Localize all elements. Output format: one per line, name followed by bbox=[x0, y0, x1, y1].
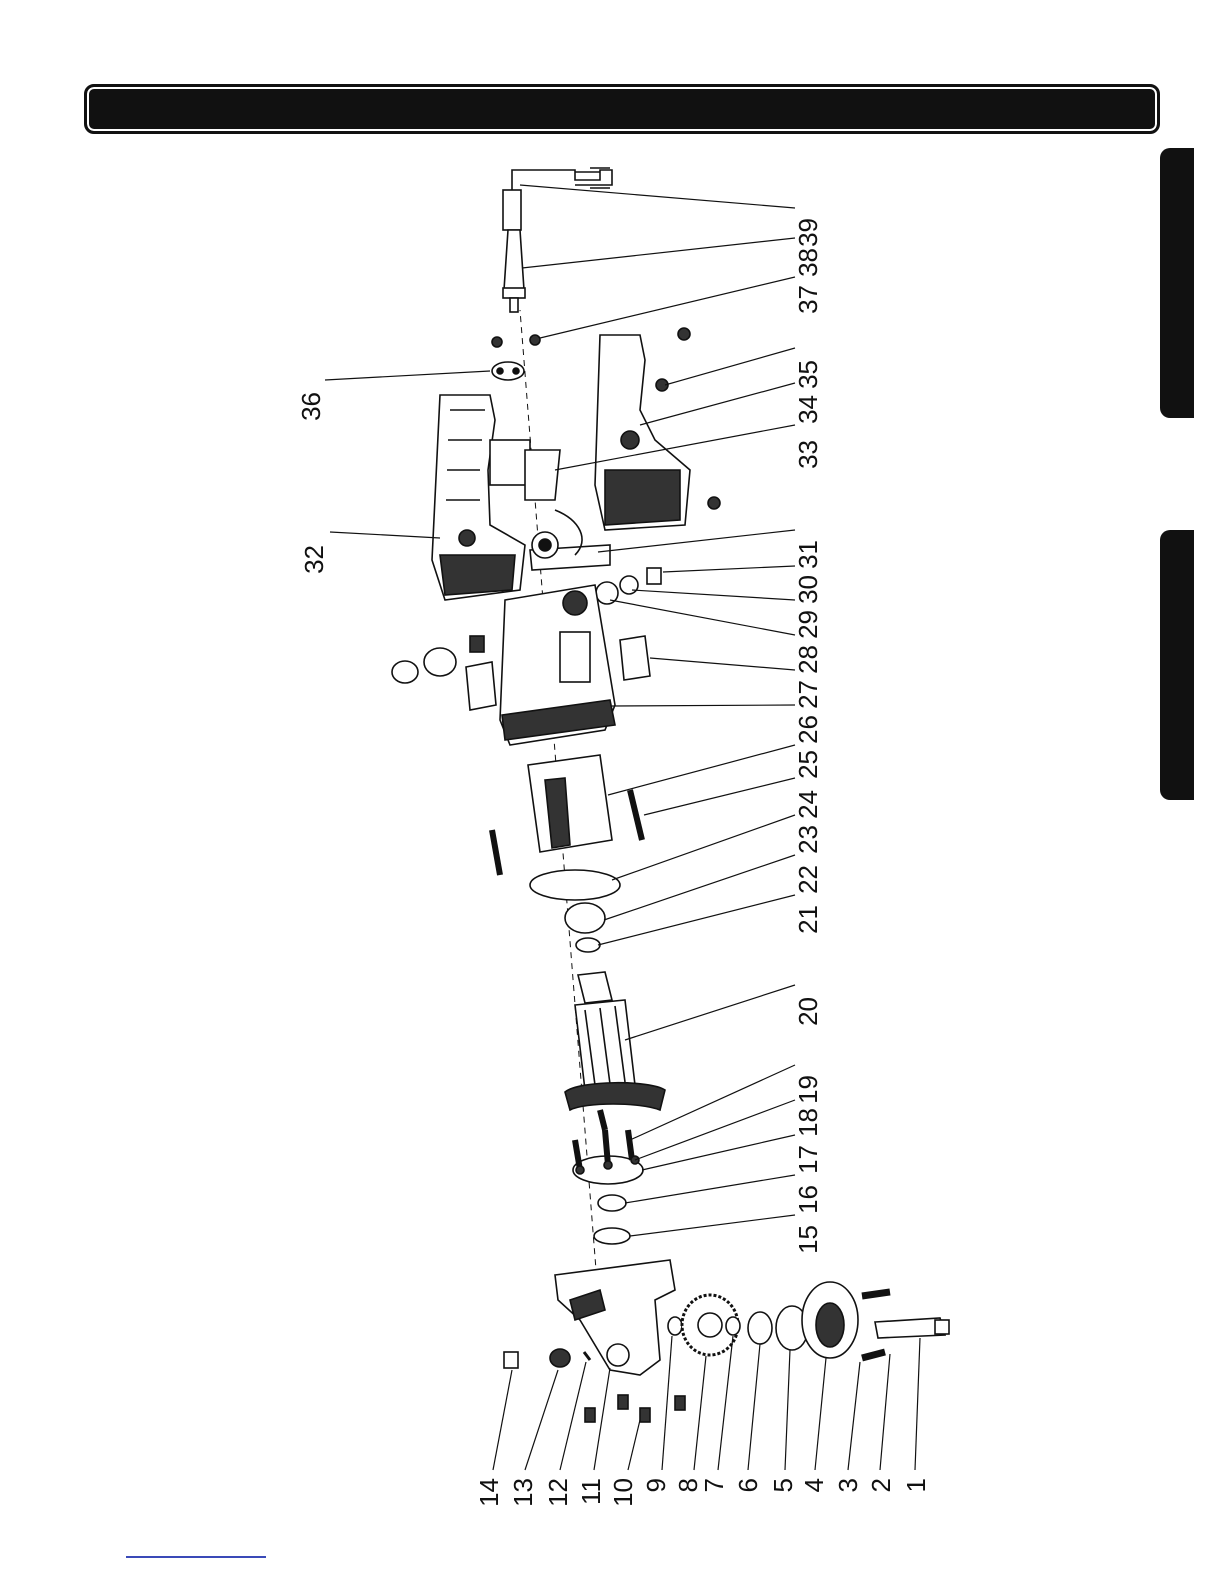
part-label-23: 23 bbox=[793, 825, 823, 854]
power-plug-part bbox=[503, 168, 612, 230]
housing-screw-part bbox=[585, 1395, 685, 1422]
part-label-8: 8 bbox=[673, 1478, 703, 1492]
motor-housing-part bbox=[500, 585, 615, 745]
part-label-29: 29 bbox=[793, 610, 823, 639]
cord-sleeve-part bbox=[503, 230, 525, 312]
part-label-18: 18 bbox=[793, 1108, 823, 1137]
part-label-11: 11 bbox=[576, 1478, 606, 1505]
brush-cap-part bbox=[647, 568, 661, 584]
field-stator-part bbox=[528, 755, 612, 852]
part-label-16: 16 bbox=[793, 1185, 823, 1214]
part-label-36: 36 bbox=[296, 392, 326, 421]
part-label-28: 28 bbox=[793, 645, 823, 674]
part-label-37: 37 bbox=[793, 285, 823, 314]
part-label-15: 15 bbox=[793, 1225, 823, 1254]
part-label-24: 24 bbox=[793, 790, 823, 819]
part-label-14: 14 bbox=[474, 1478, 504, 1507]
part-label-27: 27 bbox=[793, 680, 823, 709]
part-label-30: 30 bbox=[793, 575, 823, 604]
part-label-33: 33 bbox=[793, 440, 823, 469]
part-label-6: 6 bbox=[733, 1478, 763, 1492]
bearing-plate-part bbox=[573, 1130, 643, 1184]
left-handle-housing-part bbox=[432, 395, 525, 600]
lock-button-part bbox=[504, 1352, 518, 1368]
part-label-2: 2 bbox=[866, 1478, 896, 1492]
part-label-9: 9 bbox=[641, 1478, 671, 1492]
spindle-part bbox=[875, 1318, 949, 1338]
gear-housing-part bbox=[555, 1260, 675, 1375]
part-label-13: 13 bbox=[508, 1478, 538, 1507]
part-label-1: 1 bbox=[901, 1478, 931, 1492]
part-label-38: 38 bbox=[793, 248, 823, 277]
baffle-ring-part bbox=[530, 870, 620, 900]
right-handle-housing-part bbox=[595, 328, 720, 530]
part-label-12: 12 bbox=[543, 1478, 573, 1507]
part-label-20: 20 bbox=[793, 997, 823, 1026]
part-label-21: 21 bbox=[793, 905, 823, 934]
label-plate-part bbox=[620, 636, 650, 680]
bearing-part bbox=[565, 903, 605, 933]
part-label-39: 39 bbox=[793, 218, 823, 247]
bearing-flange-part bbox=[802, 1282, 858, 1358]
part-label-32: 32 bbox=[299, 545, 329, 574]
part-label-34: 34 bbox=[793, 395, 823, 424]
part-label-3: 3 bbox=[833, 1478, 863, 1492]
armature-part bbox=[565, 972, 665, 1130]
part-label-25: 25 bbox=[793, 750, 823, 779]
part-label-4: 4 bbox=[799, 1478, 829, 1492]
part-label-19: 19 bbox=[793, 1075, 823, 1104]
part-label-7: 7 bbox=[699, 1478, 729, 1492]
part-label-35: 35 bbox=[793, 360, 823, 389]
part-label-31: 31 bbox=[793, 540, 823, 569]
part-label-22: 22 bbox=[793, 865, 823, 894]
part-label-26: 26 bbox=[793, 715, 823, 744]
part-label-17: 17 bbox=[793, 1145, 823, 1174]
switch-carrier-part bbox=[530, 510, 610, 570]
screw-part bbox=[530, 335, 540, 345]
part-label-5: 5 bbox=[768, 1478, 798, 1492]
part-label-10: 10 bbox=[608, 1478, 638, 1507]
switch-part bbox=[490, 440, 560, 500]
lock-spring-part bbox=[550, 1349, 570, 1367]
